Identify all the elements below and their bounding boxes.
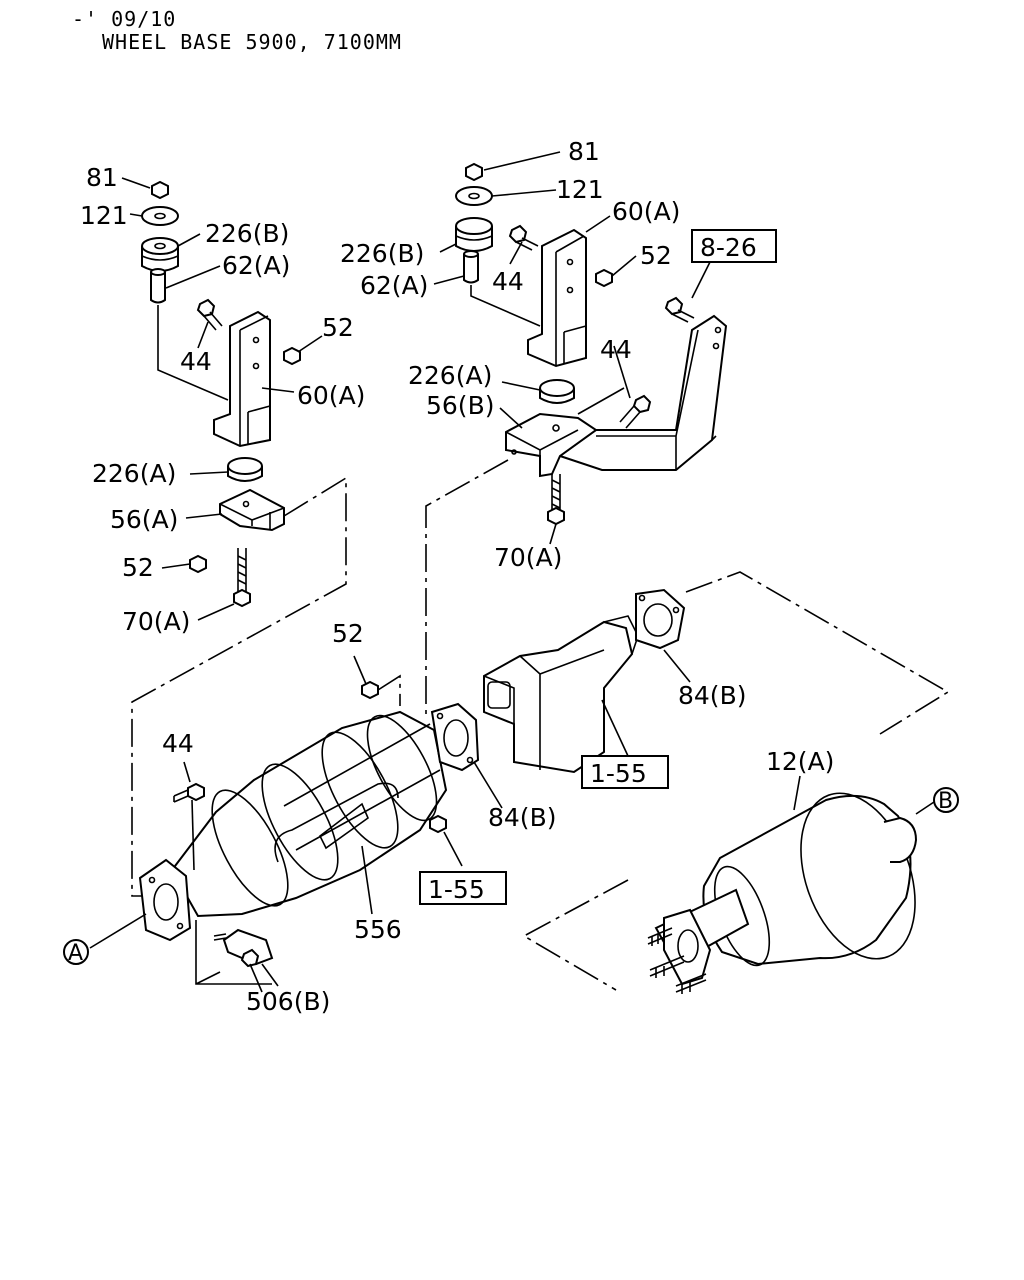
label-121-right: 121 (556, 175, 604, 204)
header-line-1: -' 09/10 (72, 7, 177, 31)
label-60a-right: 60(A) (612, 197, 680, 226)
label-56a: 56(A) (110, 505, 178, 534)
lower-left-bracket-assembly: 226(A) 56(A) 52 70(A) (92, 457, 347, 897)
circle-ref-a-label: A (68, 941, 83, 966)
left-mount-assembly: 81 121 226(B) 62(A) 44 52 60(A) (80, 163, 365, 448)
label-44-mid: 44 (600, 335, 632, 364)
rubber-226a-left (227, 457, 263, 482)
bolt-70a-left (233, 548, 251, 608)
label-52-cat: 52 (332, 619, 364, 648)
washer-121-right (455, 186, 493, 206)
nut-1-55-cat (429, 814, 447, 834)
right-mount-assembly: 81 121 60(A) 226(B) 62(A) 44 52 (340, 137, 680, 368)
catalyst-assembly: 1-55 A 52 44 84(B) 556 506(B) (63, 619, 556, 1016)
ref-8-26-label: 8-26 (700, 233, 757, 262)
label-62a-left: 62(A) (222, 251, 290, 280)
exhaust-pipe-assembly: 1-55 84(B) (483, 588, 746, 789)
label-62a-right: 62(A) (360, 271, 428, 300)
label-226a-left: 226(A) (92, 459, 176, 488)
nut-52-lower (189, 554, 207, 574)
sleeve-62a-left (150, 268, 166, 304)
ref-box-8-26[interactable]: 8-26 (691, 229, 777, 263)
label-52-left: 52 (322, 313, 354, 342)
leader-muffler-lower (522, 879, 629, 991)
nut-52-cat (361, 680, 379, 700)
ref-1-55-cat-label: 1-55 (428, 875, 485, 904)
label-81-right: 81 (568, 137, 600, 166)
leader-56b-to-cat (425, 459, 509, 720)
label-56b: 56(B) (426, 391, 494, 420)
label-556: 556 (354, 915, 402, 944)
label-226a-right: 226(A) (408, 361, 492, 390)
bolt-44-cat (173, 782, 205, 803)
washer-121-left (141, 206, 179, 226)
label-44-left: 44 (180, 347, 212, 376)
bolt-44-left (196, 298, 223, 331)
muffler-assembly: B 12(A) (647, 747, 959, 994)
label-121-left: 121 (80, 201, 128, 230)
inlet-flange (138, 858, 192, 942)
label-84b-cat: 84(B) (488, 803, 556, 832)
nut-52-right (595, 268, 613, 288)
label-226b-right: 226(B) (340, 239, 424, 268)
rubber-226b-right (455, 217, 493, 252)
label-84b-pipe: 84(B) (678, 681, 746, 710)
bolt-70a-right (547, 474, 565, 526)
gasket-84b-pipe (635, 588, 686, 650)
ref-box-1-55-cat[interactable]: 1-55 (419, 871, 507, 905)
ref-1-55-pipe-label: 1-55 (590, 759, 647, 788)
bolt-44-mid (619, 394, 652, 429)
label-44-right: 44 (492, 267, 524, 296)
rubber-226b-left (141, 237, 179, 272)
bolt-8-26 (664, 296, 695, 323)
label-52-lower: 52 (122, 553, 154, 582)
nut-81-right (465, 162, 483, 182)
exhaust-pipe (483, 620, 634, 774)
header-line-2: WHEEL BASE 5900, 7100MM (102, 30, 402, 54)
catalyst-556 (170, 710, 448, 918)
circle-ref-b-label: B (938, 789, 953, 814)
muffler-12a (702, 794, 912, 966)
circle-ref-a (63, 939, 89, 965)
label-70a-right: 70(A) (494, 543, 562, 572)
label-506b: 506(B) (246, 987, 330, 1016)
bracket-60a-right (527, 228, 587, 368)
label-226b-left: 226(B) (205, 219, 289, 248)
bolt-44-right (508, 224, 539, 251)
circle-ref-b (933, 787, 959, 813)
ref-box-1-55-pipe[interactable]: 1-55 (581, 755, 669, 789)
sleeve-62a-right (463, 250, 479, 284)
label-12a: 12(A) (766, 747, 834, 776)
frame-bracket-assembly: 8-26 (408, 229, 777, 572)
bracket-506b (213, 928, 274, 993)
leader-pipe-muffler (685, 571, 950, 735)
label-44-cat: 44 (162, 729, 194, 758)
plate-56a (219, 488, 285, 532)
rubber-226a-right (539, 379, 575, 404)
label-60a-left: 60(A) (297, 381, 365, 410)
label-52-right: 52 (640, 241, 672, 270)
label-81-left: 81 (86, 163, 118, 192)
bracket-60a-left (213, 310, 271, 448)
label-70a-left: 70(A) (122, 607, 190, 636)
nut-81-left (151, 180, 169, 200)
bracket-arm (557, 314, 728, 471)
gasket-84b-cat (430, 702, 480, 772)
nut-52-left (283, 346, 301, 366)
